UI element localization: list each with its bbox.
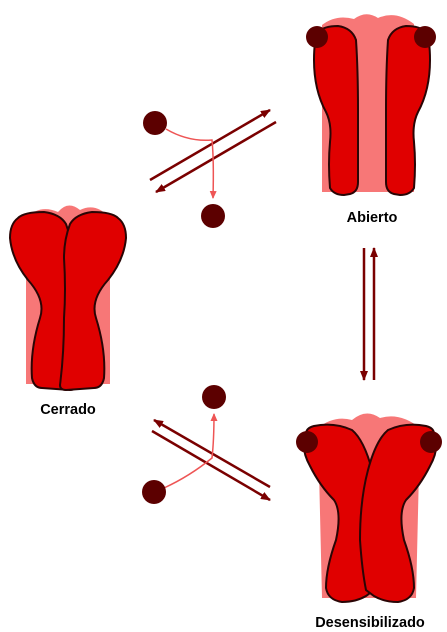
open-right-bound-ligand [414, 26, 436, 48]
open-right-subunit [386, 26, 430, 195]
closed-right-subunit [60, 212, 126, 390]
closed-open-equilibrium [143, 110, 276, 228]
open-desensitized-equilibrium [364, 248, 374, 380]
closed-to-desensitized-arrow [152, 431, 270, 500]
open-left-bound-ligand [306, 26, 328, 48]
closed-channel [10, 205, 126, 390]
closed-state-label: Cerrado [40, 402, 96, 418]
open-state-label: Abierto [347, 210, 398, 226]
closed-to-open-arrow [150, 110, 270, 180]
free-ligand-unbound-top [202, 385, 226, 409]
desensitized-state-label: Desensibilizado [315, 615, 425, 631]
desensitized-left-bound-ligand [296, 431, 318, 453]
desensitized-right-bound-ligand [420, 431, 442, 453]
free-ligand-bottom [142, 480, 166, 504]
open-left-subunit [314, 26, 358, 195]
open-channel [306, 14, 436, 195]
desensitized-channel [296, 413, 442, 602]
closed-desensitized-equilibrium [142, 385, 270, 504]
free-ligand-released [201, 204, 225, 228]
free-ligand-binding [143, 111, 167, 135]
